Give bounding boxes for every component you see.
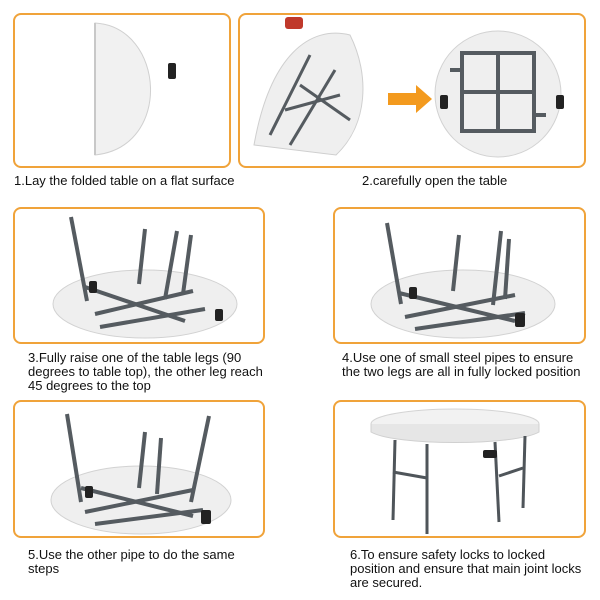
opening-table-image (253, 17, 564, 158)
step-5-caption: 5.Use the other pipe to do the same step… (28, 547, 235, 576)
raise-legs-image (52, 216, 238, 339)
step-3-panel (13, 207, 265, 344)
step-1-caption: 1.Lay the folded table on a flat surface (14, 173, 235, 188)
step-1-panel (13, 13, 231, 168)
lock-legs-image (370, 222, 556, 339)
step-2-panel (238, 13, 586, 168)
folded-table-image (94, 22, 176, 156)
step-6-caption: 6.To ensure safety locks to locked posit… (350, 547, 582, 590)
second-pipe-image (50, 413, 232, 535)
step-2-caption: 2.carefully open the table (362, 173, 508, 188)
step-3-caption: 3.Fully raise one of the table legs (90 … (28, 350, 263, 393)
assembled-table-image (370, 408, 540, 534)
arrow-right-icon (388, 85, 432, 113)
step-4-panel (333, 207, 586, 344)
step-4-caption: 4.Use one of small steel pipes to ensure… (342, 350, 581, 379)
step-6-panel (333, 400, 586, 538)
step-5-panel (13, 400, 265, 538)
